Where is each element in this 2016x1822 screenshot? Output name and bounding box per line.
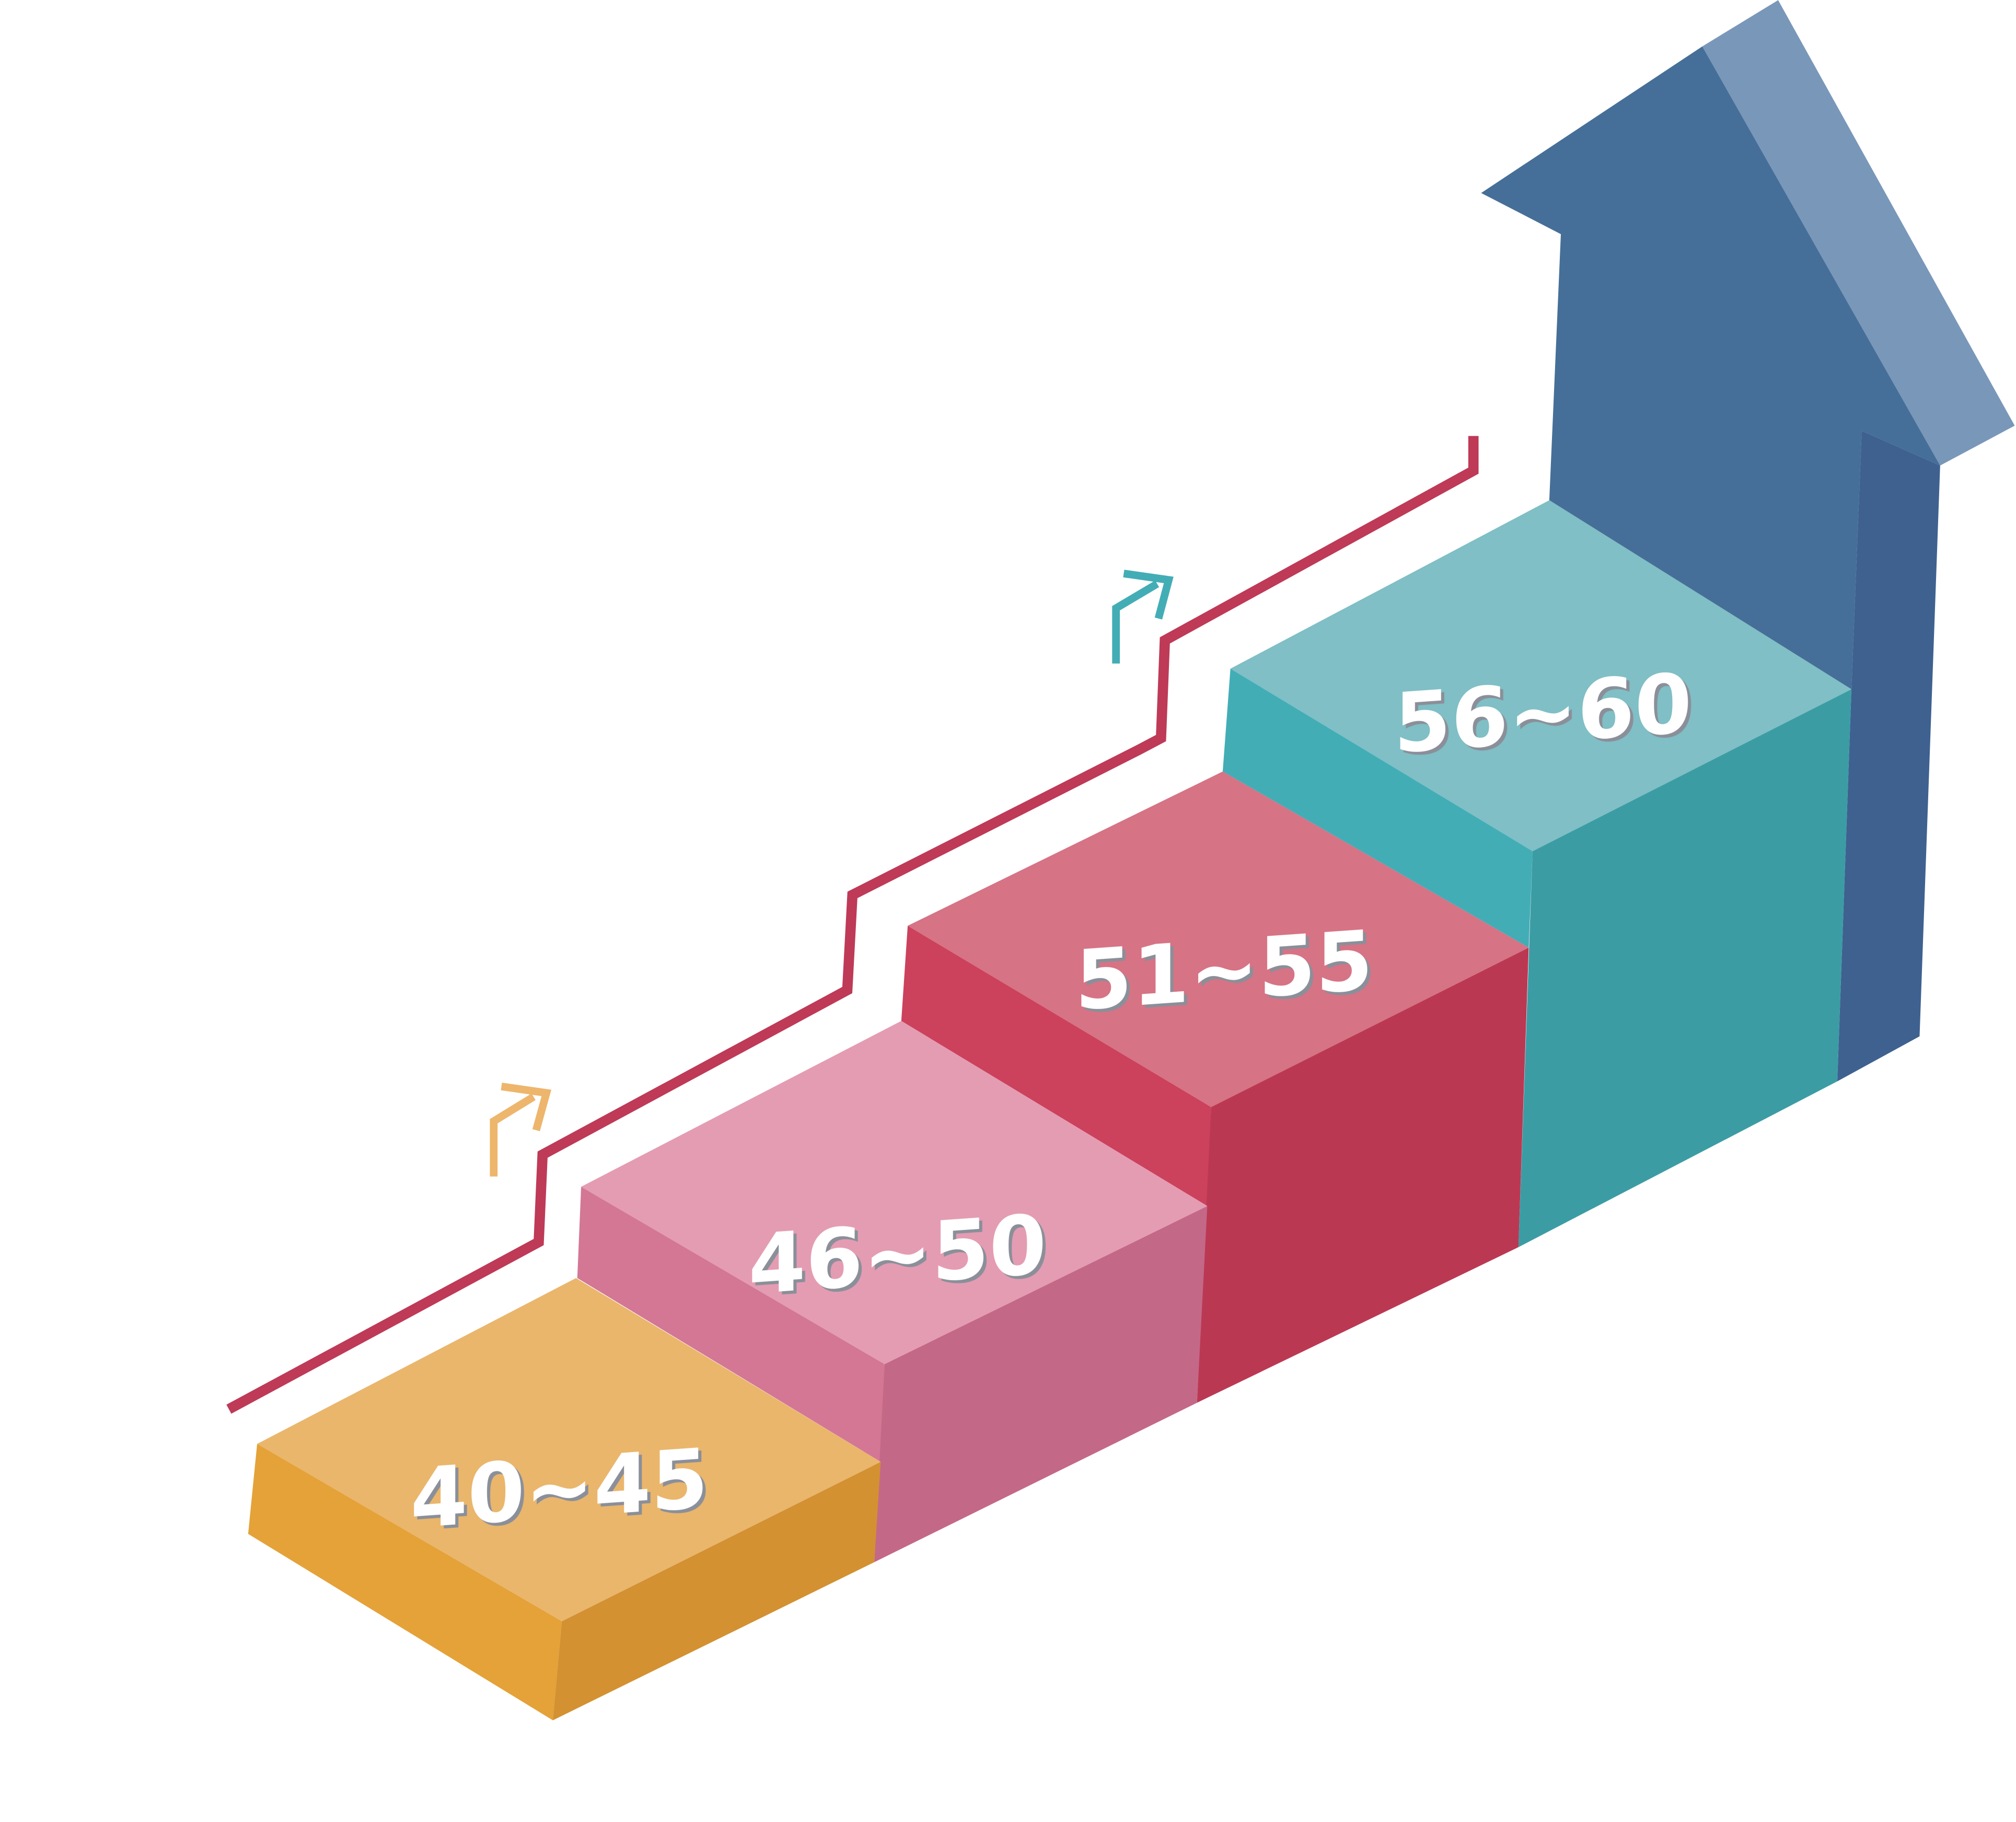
step-label-40-45: 40~45 bbox=[410, 1431, 708, 1548]
arrow-side-face bbox=[1702, 0, 2015, 466]
step-46-50 bbox=[577, 1020, 1208, 1562]
step-right bbox=[1518, 689, 1852, 1247]
step-left bbox=[577, 1187, 885, 1462]
step-top bbox=[908, 771, 1529, 1107]
step-right bbox=[874, 1206, 1208, 1562]
step-label-51-55: 51~55 bbox=[1075, 913, 1373, 1029]
small-arrow-up-right-icon bbox=[490, 1083, 552, 1177]
step-label-46-50: 46~50 bbox=[748, 1197, 1046, 1314]
arrow-dark-face bbox=[1837, 431, 1940, 1082]
step-right bbox=[552, 1461, 881, 1721]
step-top bbox=[581, 1020, 1208, 1364]
step-right bbox=[1197, 947, 1529, 1403]
step-top bbox=[1230, 500, 1852, 852]
step-top bbox=[257, 1278, 881, 1621]
step-51-55 bbox=[901, 771, 1529, 1403]
arrow-front-face bbox=[1481, 46, 1940, 690]
step-left bbox=[1222, 668, 1533, 948]
step-40-45 bbox=[248, 1278, 881, 1721]
growth-arrow-icon bbox=[1481, 0, 2015, 1082]
step-left bbox=[248, 1444, 562, 1721]
step-left bbox=[901, 925, 1211, 1206]
small-arrow-up-right-icon bbox=[1112, 570, 1174, 664]
progress-line bbox=[226, 436, 1479, 1414]
step-56-60 bbox=[1222, 500, 1852, 1247]
step-label-56-60: 56~60 bbox=[1394, 656, 1691, 772]
